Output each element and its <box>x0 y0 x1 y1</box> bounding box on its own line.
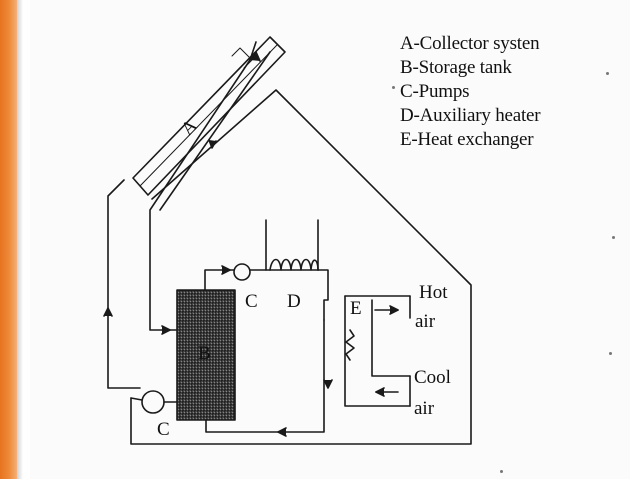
auxiliary-heater-D-coil <box>265 219 319 271</box>
legend-item-collector: A-Collector systen <box>400 33 540 54</box>
house-outline <box>130 89 472 445</box>
collector-outlet-pipe <box>107 179 141 389</box>
legend: A-Collector systen B-Storage tank C-Pump… <box>400 32 541 152</box>
collector-return-pipe <box>149 41 257 331</box>
scan-speck <box>392 86 395 89</box>
storage-tank-B <box>176 289 236 421</box>
pump-top-C <box>233 263 251 281</box>
collector-inner-pipe <box>159 51 271 211</box>
label-tank-B: B <box>198 343 211 364</box>
arrow-right-tank-in <box>161 325 171 335</box>
arrow-down-right-pipe <box>323 379 333 389</box>
label-hot: Hot <box>419 282 448 303</box>
scan-speck <box>609 352 612 355</box>
legend-item-pumps: C-Pumps <box>400 81 470 102</box>
legend-item-auxiliary-heater: D-Auxiliary heater <box>400 105 541 126</box>
collector-panel-A <box>132 36 286 196</box>
scan-speck <box>606 72 609 75</box>
heater-to-exchanger-pipe <box>317 269 329 321</box>
legend-item-storage-tank: B-Storage tank <box>400 57 512 78</box>
scan-speck <box>612 236 615 239</box>
arrow-left-bottom <box>277 427 287 437</box>
label-pump-top-C: C <box>245 291 258 312</box>
orange-side-stripe <box>0 0 17 479</box>
arrow-down-return <box>208 139 217 149</box>
tank-top-pipe <box>204 269 235 291</box>
label-exchanger-E: E <box>350 298 362 319</box>
pump-bottom-C <box>141 390 165 414</box>
arrow-right-tank-top <box>221 265 231 275</box>
label-heater-D: D <box>287 291 301 312</box>
label-hot-air: air <box>415 311 436 332</box>
legend-item-heat-exchanger: E-Heat exchanger <box>400 129 534 150</box>
stripe-shadow <box>17 0 23 479</box>
label-cool: Cool <box>414 367 451 388</box>
heat-exchanger-E <box>344 295 411 407</box>
label-cool-air: air <box>414 398 435 419</box>
arrow-up-collector <box>249 51 261 62</box>
scanned-page <box>30 0 630 479</box>
scan-speck <box>500 470 503 473</box>
label-pump-bottom-C: C <box>157 419 170 440</box>
exchanger-return-pipe <box>205 319 325 433</box>
arrow-up-left-pipe <box>103 307 113 317</box>
